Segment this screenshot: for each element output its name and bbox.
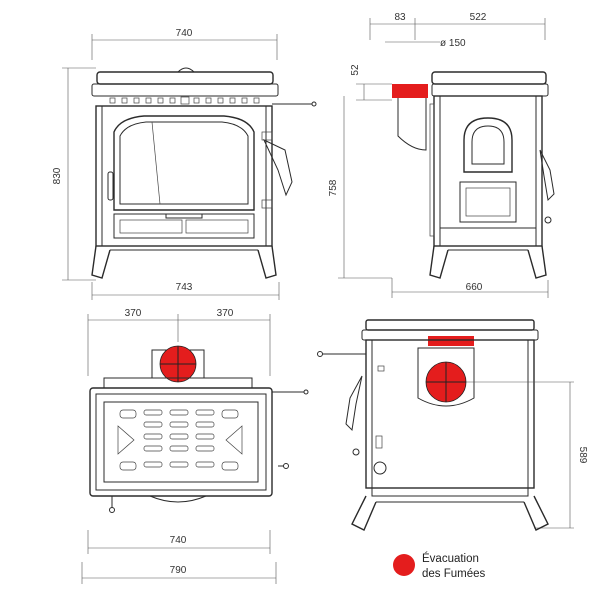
flue-outlet-back-top <box>428 336 474 346</box>
back-view: 589 <box>317 319 588 531</box>
dim-top-right: 370 <box>217 308 234 319</box>
legend-swatch <box>393 554 415 576</box>
dim-side-depth-top: 522 <box>470 12 487 23</box>
top-view: 370 370 <box>81 308 309 584</box>
dim-flue-height: 52 <box>350 64 361 76</box>
dim-front-width-top: 740 <box>176 28 193 39</box>
flue-outlet-side <box>392 84 428 98</box>
dim-side-height: 758 <box>328 179 339 196</box>
dim-front-height: 830 <box>52 167 63 184</box>
dim-top-left: 370 <box>125 308 142 319</box>
dim-flue-diameter: ø 150 <box>440 38 466 49</box>
dim-back-height: 589 <box>577 447 588 464</box>
legend-line-1: Évacuation <box>422 552 479 565</box>
dim-side-offset: 83 <box>394 12 406 23</box>
front-view: 740 830 743 <box>52 28 317 300</box>
dim-front-width-bottom: 743 <box>176 282 193 293</box>
dim-top-width-inner: 740 <box>170 535 187 546</box>
legend: Évacuation des Fumées <box>393 552 486 580</box>
side-view: 83 522 ø 150 52 758 660 <box>328 12 555 298</box>
legend-line-2: des Fumées <box>422 568 486 580</box>
dim-side-depth-bottom: 660 <box>466 282 483 293</box>
dim-top-width-outer: 790 <box>170 565 187 576</box>
